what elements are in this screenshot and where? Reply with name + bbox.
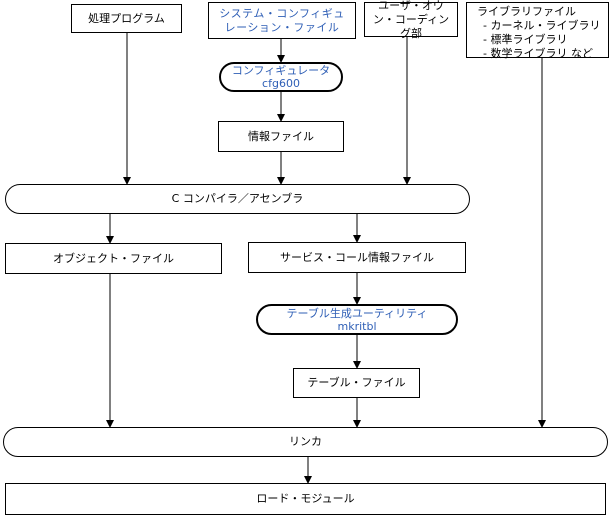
library-item-math: - 数学ライブラリ など — [483, 47, 593, 60]
object-file-box: オブジェクト・ファイル — [5, 243, 222, 274]
system-config-file-box: システム・コンフィギュレーション・ファイル — [208, 2, 356, 39]
table-generator-tool: テーブル生成ユーティリティ mkritbl — [256, 304, 458, 335]
library-file-title: ライブラリファイル — [477, 5, 576, 18]
configurator-tool: コンフィギュレータ cfg600 — [219, 62, 343, 92]
table-generator-name: テーブル生成ユーティリティ — [286, 306, 428, 320]
source-program-label: 処理プログラム — [88, 11, 165, 25]
library-file-box: ライブラリファイル - カーネル・ライブラリ - 標準ライブラリ - 数学ライブ… — [466, 2, 609, 60]
source-program-box: 処理プログラム — [71, 4, 182, 33]
object-file-label: オブジェクト・ファイル — [53, 251, 174, 265]
table-file-box: テーブル・ファイル — [293, 368, 420, 398]
compiler-box: C コンパイラ／アセンブラ — [5, 184, 470, 214]
user-own-coding-box: ユーザ・オウン・コーディング部 — [364, 0, 458, 40]
configurator-name: コンフィギュレータ — [231, 64, 331, 77]
load-module-label: ロード・モジュール — [256, 492, 355, 505]
load-module-box: ロード・モジュール — [5, 483, 606, 515]
library-item-kernel: - カーネル・ライブラリ — [483, 19, 601, 32]
linker-box: リンカ — [3, 427, 608, 457]
table-generator-command: mkritbl — [337, 319, 377, 333]
info-file-box: 情報ファイル — [218, 121, 344, 152]
service-call-info-file-box: サービス・コール情報ファイル — [248, 242, 466, 273]
user-own-coding-label: ユーザ・オウン・コーディング部 — [372, 0, 450, 40]
compiler-label: C コンパイラ／アセンブラ — [171, 192, 304, 205]
configurator-command: cfg600 — [262, 77, 300, 90]
table-file-label: テーブル・ファイル — [307, 376, 406, 389]
library-item-standard: - 標準ライブラリ — [483, 33, 568, 46]
service-call-info-file-label: サービス・コール情報ファイル — [280, 250, 434, 264]
info-file-label: 情報ファイル — [248, 129, 314, 143]
system-config-file-label: システム・コンフィギュレーション・ファイル — [219, 6, 345, 34]
linker-label: リンカ — [289, 435, 322, 448]
